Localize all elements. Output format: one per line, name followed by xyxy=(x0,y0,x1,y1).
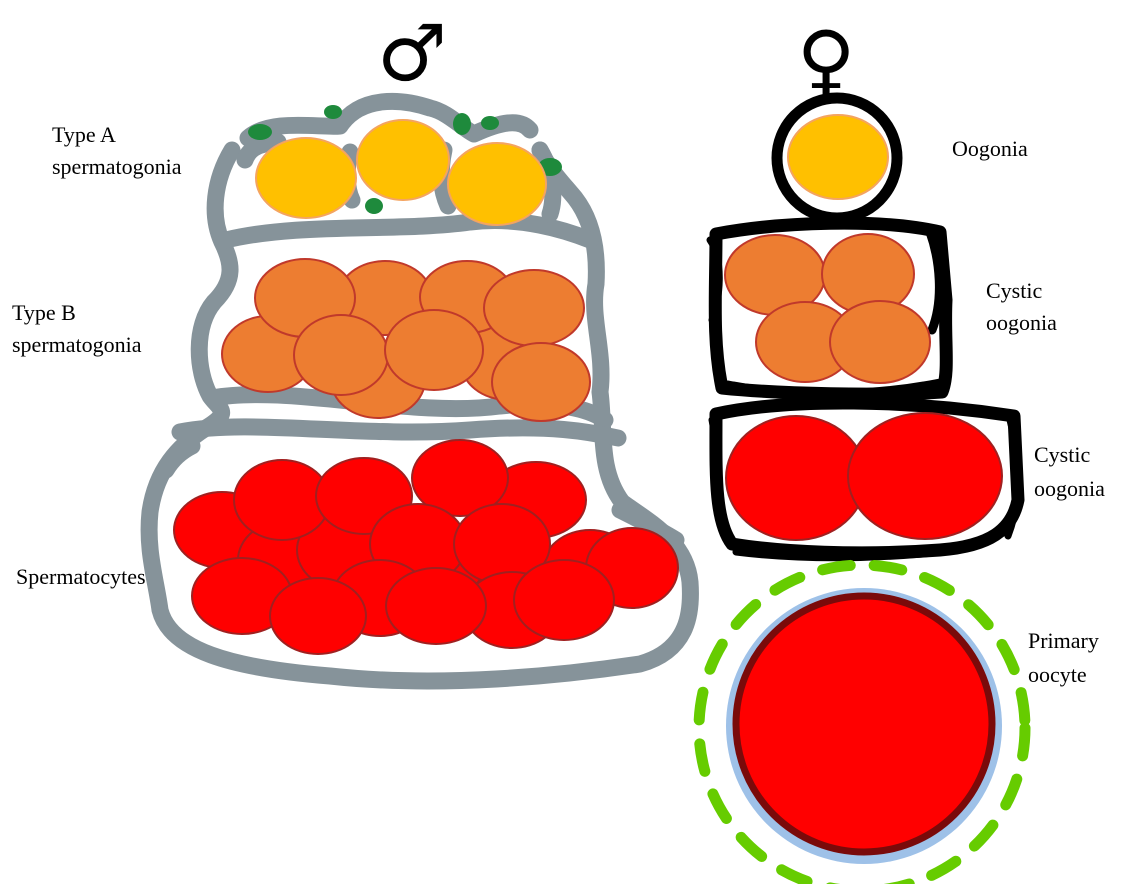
label-cystic-1-line1: Cystic xyxy=(986,278,1042,303)
label-primary-oocyte-line2: oocyte xyxy=(1028,662,1087,687)
label-cystic-2-line2: oogonia xyxy=(1034,476,1105,501)
type-a-spermatogonia-cells xyxy=(256,120,546,225)
type-a-cell xyxy=(357,120,449,200)
sertoli-nucleus xyxy=(365,198,383,214)
primary-oocyte-cell xyxy=(736,596,992,852)
label-primary-oocyte-line1: Primary xyxy=(1028,628,1099,653)
spermatocyte-cell xyxy=(270,578,366,654)
type-b-cell xyxy=(385,310,483,390)
sertoli-nucleus xyxy=(453,113,471,135)
cystic-oogonia-pair xyxy=(726,413,1002,540)
type-b-cell xyxy=(294,315,388,395)
male-symbol: ♂ xyxy=(377,9,447,99)
type-a-cell xyxy=(256,138,356,218)
cystic-oogonia-cell xyxy=(726,416,866,540)
cystic-oogonia-cell xyxy=(830,301,930,383)
label-spermatocytes: Spermatocytes xyxy=(16,564,146,589)
sertoli-nucleus xyxy=(481,116,499,130)
cystic-oogonia-cell xyxy=(848,413,1002,539)
type-b-cell xyxy=(484,270,584,346)
label-cystic-2-line1: Cystic xyxy=(1034,442,1090,467)
label-type-a-line2: spermatogonia xyxy=(52,154,182,179)
type-b-cell xyxy=(492,343,590,421)
label-cystic-1-line2: oogonia xyxy=(986,310,1057,335)
type-a-cell xyxy=(448,143,546,225)
label-type-b-line2: spermatogonia xyxy=(12,332,142,357)
sertoli-nucleus xyxy=(324,105,342,119)
female-gametogenesis: ♀ xyxy=(699,14,1105,884)
spermatocyte-cell xyxy=(386,568,486,644)
sertoli-nucleus xyxy=(248,124,272,140)
label-type-a-line1: Type A xyxy=(52,122,116,147)
oogonia-cell xyxy=(788,115,888,199)
cystic-oogonia-cells xyxy=(725,234,930,383)
female-symbol: ♀ xyxy=(797,14,856,107)
spermatocyte-cell xyxy=(514,560,614,640)
label-type-b-line1: Type B xyxy=(12,300,76,325)
male-gametogenesis: ♂ xyxy=(12,9,690,681)
label-oogonia: Oogonia xyxy=(952,136,1028,161)
